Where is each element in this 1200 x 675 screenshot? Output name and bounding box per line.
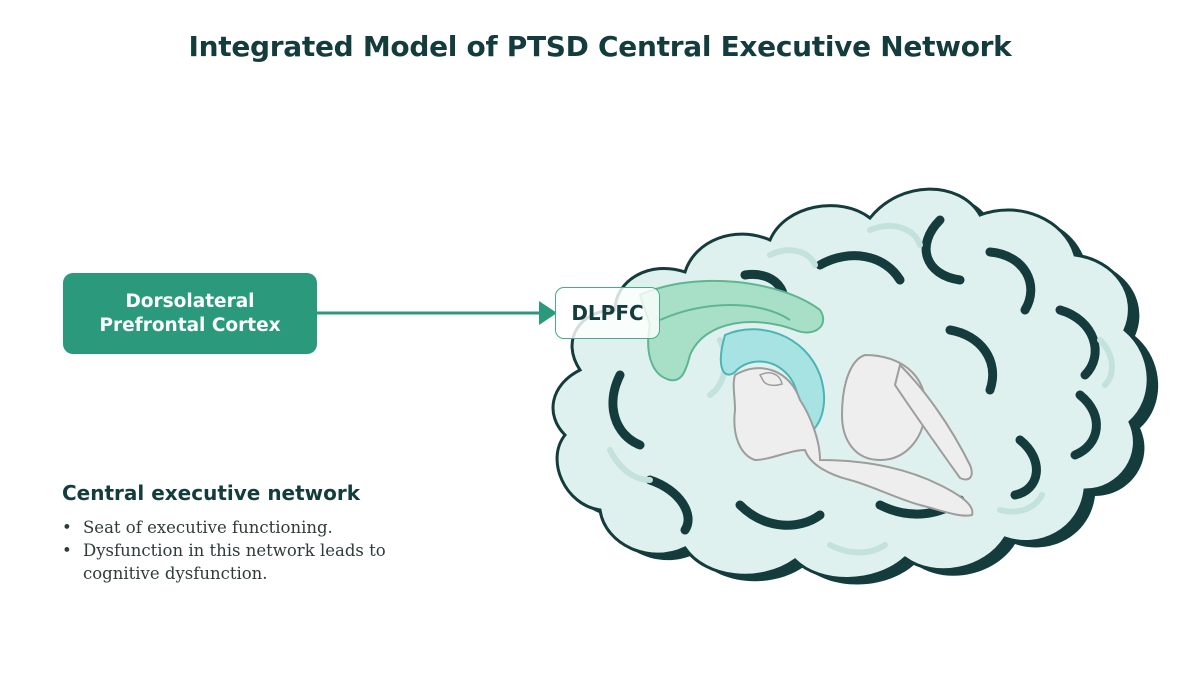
bullet-dot: •: [62, 541, 72, 560]
right-arrow-icon: [317, 301, 557, 325]
bullet-text: Seat of executive functioning.: [83, 518, 333, 537]
dlpfc-inner-arc: [659, 304, 791, 321]
brain-illustration: [551, 187, 1159, 585]
region-box-label: Dorsolateral Prefrontal Cortex: [99, 290, 281, 336]
dlpfc-label-tag: DLPFC: [555, 287, 660, 339]
spinal-tract: [893, 363, 973, 481]
page-title: Integrated Model of PTSD Central Executi…: [188, 30, 1012, 63]
bullet-text: Dysfunction in this network leads to cog…: [83, 541, 386, 583]
dorsolateral-prefrontal-cortex-box: Dorsolateral Prefrontal Cortex: [63, 273, 317, 354]
list-item: • Seat of executive functioning.: [62, 516, 462, 539]
dlpfc-highlight: [638, 279, 825, 382]
section-heading: Central executive network: [62, 481, 361, 505]
bullet-list: • Seat of executive functioning. • Dysfu…: [62, 516, 462, 585]
list-item: • Dysfunction in this network leads to c…: [62, 539, 462, 585]
brainstem: [732, 367, 974, 517]
bullet-dot: •: [62, 518, 72, 537]
brainstem-detail: [758, 372, 783, 387]
